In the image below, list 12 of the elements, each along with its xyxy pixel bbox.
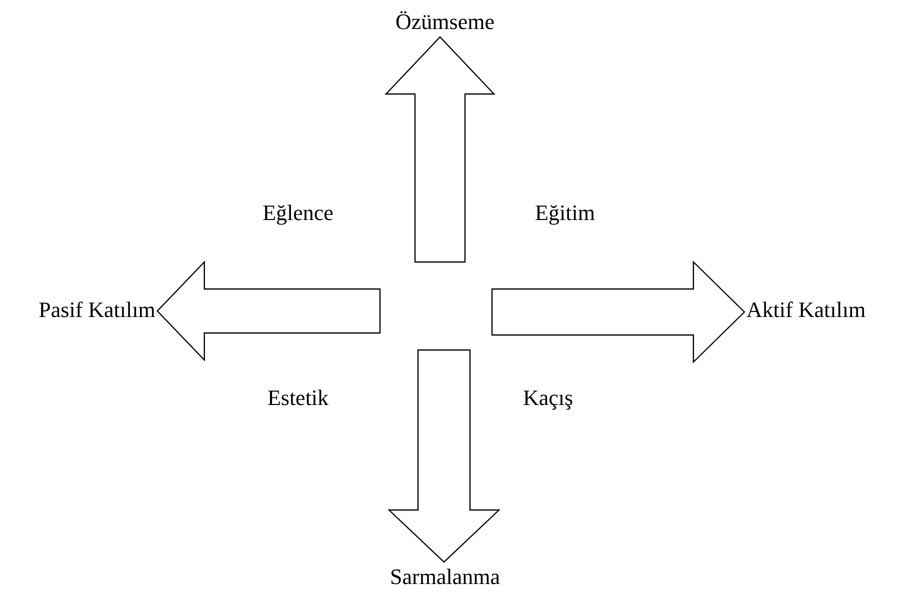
- end-label: Özümseme: [396, 9, 494, 35]
- quadrant-label: Estetik: [267, 385, 329, 411]
- end-label: Sarmalanma: [390, 564, 500, 590]
- block-arrow: [156, 260, 381, 362]
- block-arrow: [491, 260, 746, 364]
- quadrant-label: Eğlence: [262, 200, 334, 226]
- block-arrow: [388, 349, 500, 563]
- end-label: Pasif Katılım: [38, 297, 156, 323]
- quadrant-label: Eğitim: [535, 200, 595, 226]
- quadrant-label: Kaçış: [522, 385, 574, 411]
- block-arrow: [384, 36, 496, 263]
- end-label: Aktif Katılım: [746, 297, 866, 323]
